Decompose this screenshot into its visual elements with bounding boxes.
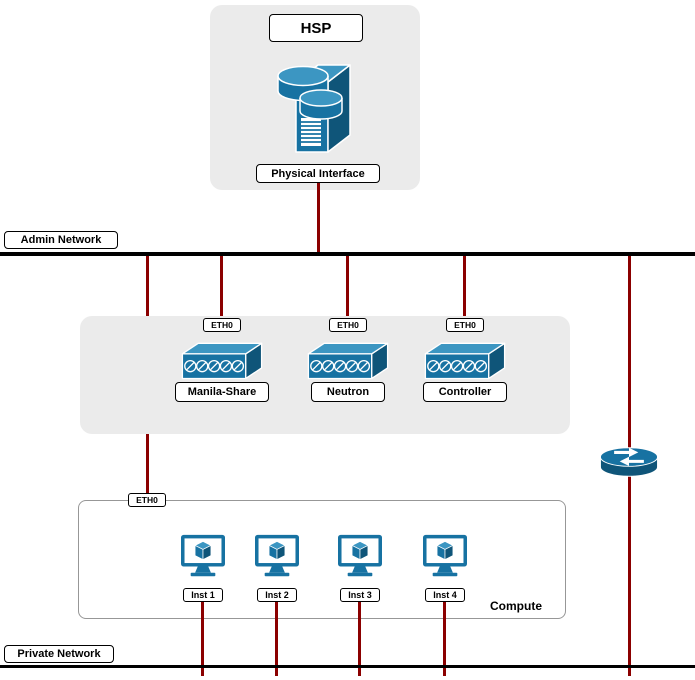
admin-network-label: Admin Network <box>4 231 118 249</box>
switch-icon-controller <box>420 338 510 382</box>
compute-box <box>78 500 566 619</box>
neutron-eth0-label: ETH0 <box>329 318 367 332</box>
controller-label: Controller <box>423 382 507 402</box>
inst-2-label: Inst 2 <box>257 588 297 602</box>
compute-label: Compute <box>490 599 542 613</box>
manila-eth0-label: ETH0 <box>203 318 241 332</box>
router-icon <box>598 443 660 481</box>
controller-eth0-label: ETH0 <box>446 318 484 332</box>
manila-share-label: Manila-Share <box>175 382 269 402</box>
instance-icon-3 <box>337 534 383 578</box>
private-network-label: Private Network <box>4 645 114 663</box>
physical-interface-label: Physical Interface <box>256 164 380 183</box>
connector-inst4-private <box>443 602 446 676</box>
compute-eth0-label: ETH0 <box>128 493 166 507</box>
neutron-label: Neutron <box>311 382 385 402</box>
connector-admin-neutron <box>346 256 349 320</box>
inst-3-label: Inst 3 <box>340 588 380 602</box>
instance-icon-1 <box>180 534 226 578</box>
switch-icon-neutron <box>303 338 393 382</box>
inst-1-label: Inst 1 <box>183 588 223 602</box>
connector-inst3-private <box>358 602 361 676</box>
storage-server-icon <box>266 48 366 158</box>
connector-hsp-admin <box>317 183 320 255</box>
connector-inst2-private <box>275 602 278 676</box>
inst-4-label: Inst 4 <box>425 588 465 602</box>
admin-network-line <box>0 252 695 256</box>
connector-admin-controller <box>463 256 466 320</box>
private-network-line <box>0 665 695 668</box>
instance-icon-4 <box>422 534 468 578</box>
switch-icon-manila <box>177 338 267 382</box>
instance-icon-2 <box>254 534 300 578</box>
connector-inst1-private <box>201 602 204 676</box>
hsp-title: HSP <box>269 14 363 42</box>
connector-admin-manila <box>220 256 223 320</box>
